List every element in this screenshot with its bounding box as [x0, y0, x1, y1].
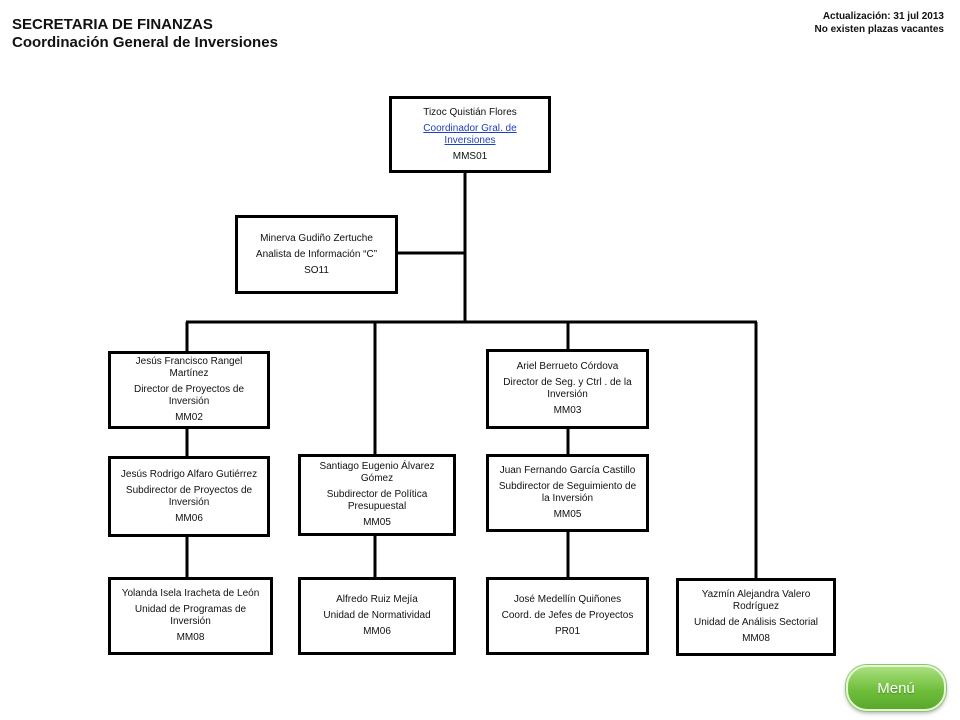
node-sub-seguimiento: Juan Fernando García Castillo Subdirecto…: [486, 454, 649, 532]
node-unidad-sectorial: Yazmín Alejandra Valero Rodríguez Unidad…: [676, 578, 836, 656]
node-dir-seguimiento: Ariel Berrueto Córdova Director de Seg. …: [486, 349, 649, 429]
node-name: Jesús Francisco Rangel Martínez: [135, 356, 243, 379]
node-code: MM03: [553, 405, 582, 416]
node-code: SO11: [304, 264, 329, 276]
node-role: Coord. de Jefes de Proyectos: [501, 610, 634, 621]
node-role: Subdirector de Proyectos de Inversión: [125, 484, 253, 508]
node-name: Tizoc Quistián Flores: [423, 106, 517, 118]
vacancies-note: No existen plazas vacantes: [814, 24, 944, 35]
page-title: SECRETARIA DE FINANZAS: [12, 16, 213, 33]
node-name: Alfredo Ruiz Mejía: [336, 594, 418, 605]
node-analista: Minerva Gudiño Zertuche Analista de Info…: [235, 215, 398, 294]
node-sub-proyectos: Jesús Rodrigo Alfaro Gutiérrez Subdirect…: [108, 456, 270, 537]
node-role: Unidad de Análisis Sectorial: [694, 617, 818, 628]
node-unidad-normatividad: Alfredo Ruiz Mejía Unidad de Normativida…: [298, 577, 456, 655]
node-role: Director de Proyectos de Inversión: [133, 384, 245, 407]
node-sub-politica: Santiago Eugenio Álvarez Gómez Subdirect…: [298, 454, 456, 536]
node-coordinador: Tizoc Quistián Flores Coordinador Gral. …: [389, 96, 551, 173]
node-role: Analista de Información “C”: [255, 248, 378, 260]
node-name: Yolanda Isela Iracheta de León: [121, 588, 260, 599]
node-role: Director de Seg. y Ctrl . de la Inversió…: [503, 377, 632, 400]
menu-button[interactable]: Menú: [846, 665, 946, 711]
node-code: MM08: [176, 632, 205, 643]
node-unidad-programas: Yolanda Isela Iracheta de León Unidad de…: [108, 577, 273, 655]
node-name: Yazmín Alejandra Valero Rodríguez: [701, 589, 811, 612]
node-name: Minerva Gudiño Zertuche: [260, 232, 373, 244]
node-name: Juan Fernando García Castillo: [499, 465, 636, 476]
node-name: Santiago Eugenio Álvarez Gómez: [319, 461, 435, 484]
node-role: Unidad de Programas de Inversión: [134, 604, 247, 627]
node-role: Unidad de Normatividad: [323, 610, 431, 621]
node-code: MM08: [742, 633, 770, 644]
node-name: Ariel Berrueto Córdova: [516, 361, 619, 372]
node-code: MM06: [363, 626, 391, 637]
node-role: Subdirector de Política Presupuestal: [326, 489, 428, 512]
node-code: PR01: [554, 626, 580, 637]
node-name: José Medellín Quiñones: [513, 594, 622, 605]
node-code: MM05: [553, 509, 582, 520]
node-code: MM02: [175, 412, 203, 423]
node-name: Jesús Rodrigo Alfaro Gutiérrez: [120, 468, 258, 480]
node-dir-proyectos: Jesús Francisco Rangel Martínez Director…: [108, 351, 270, 429]
node-code: MMS01: [452, 150, 488, 162]
node-role: Subdirector de Seguimiento de la Inversi…: [498, 481, 637, 504]
update-date: Actualización: 31 jul 2013: [822, 11, 944, 22]
node-code: MM05: [363, 517, 391, 528]
node-coord-jefes: José Medellín Quiñones Coord. de Jefes d…: [486, 577, 649, 655]
coordinador-role-link[interactable]: Coordinador Gral. de Inversiones: [423, 122, 517, 146]
node-code: MM06: [175, 512, 203, 524]
page-subtitle: Coordinación General de Inversiones: [12, 34, 278, 51]
